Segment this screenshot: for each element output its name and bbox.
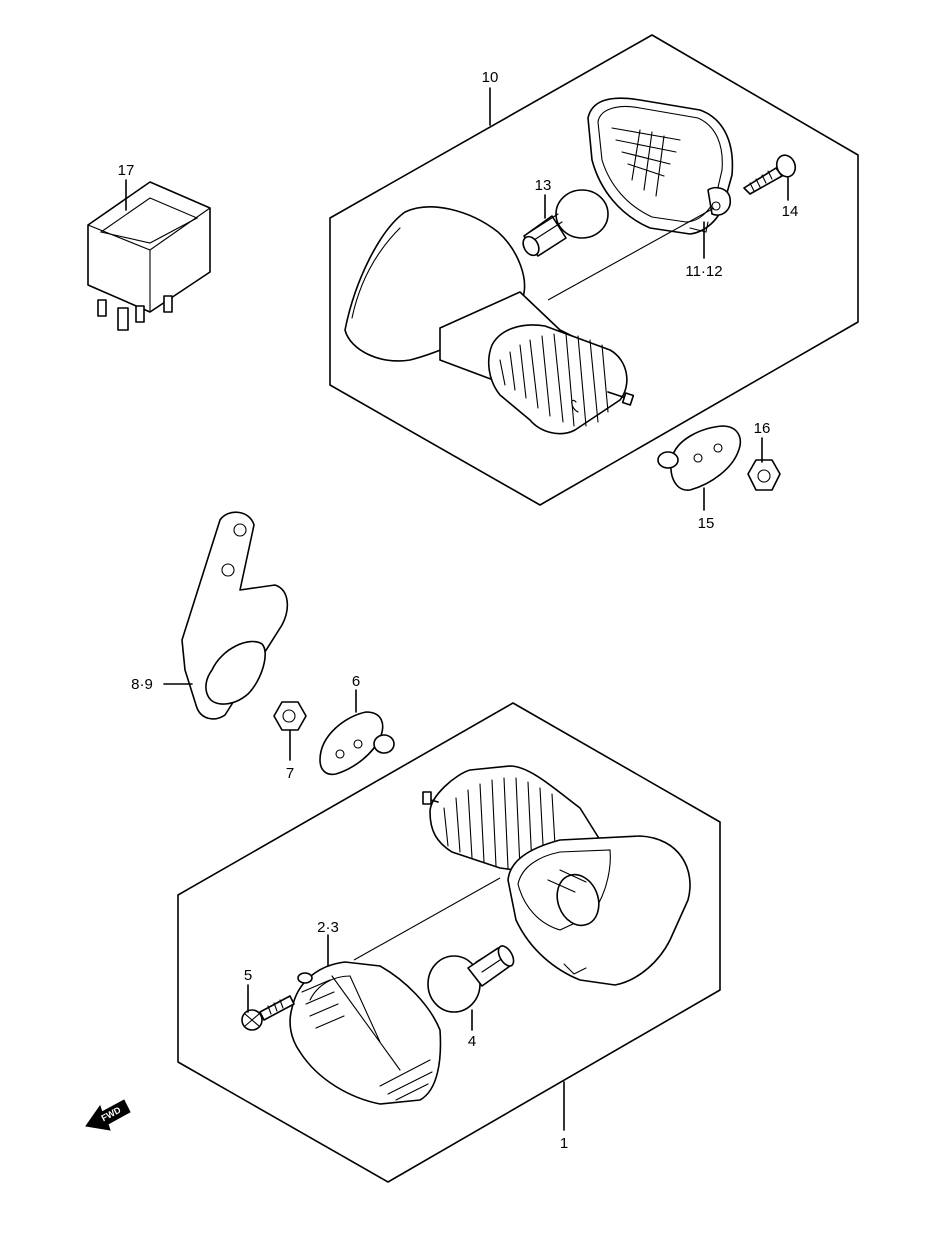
leader-lines bbox=[125, 87, 789, 1131]
forward-direction-arrow-icon: FWD bbox=[85, 1099, 131, 1131]
callout-13: 13 bbox=[535, 177, 552, 194]
callout-8-9: 8·9 bbox=[131, 676, 153, 693]
callout-16: 16 bbox=[754, 420, 771, 437]
rubber-plate-part-15 bbox=[657, 425, 742, 491]
screw-part-5 bbox=[241, 995, 295, 1031]
front-lens-part-2-3 bbox=[289, 961, 442, 1105]
callout-7: 7 bbox=[286, 765, 294, 782]
callout-11-12: 11·12 bbox=[685, 263, 722, 280]
front-turn-signal-body bbox=[422, 765, 691, 986]
callout-2-3: 2·3 bbox=[317, 919, 339, 936]
rear-lens-part-11-12 bbox=[587, 97, 734, 235]
front-assembly-alignment-line bbox=[353, 877, 501, 961]
rear-bulb-part-13 bbox=[522, 189, 609, 257]
rubber-plate-part-6 bbox=[319, 711, 395, 776]
callout-15: 15 bbox=[698, 515, 715, 532]
front-bulb-part-4 bbox=[427, 945, 515, 1013]
callout-17: 17 bbox=[118, 162, 135, 179]
rear-turn-signal-body bbox=[344, 206, 635, 435]
callout-14: 14 bbox=[782, 203, 799, 220]
callout-4: 4 bbox=[468, 1033, 476, 1050]
nut-part-16 bbox=[747, 459, 781, 491]
callout-6: 6 bbox=[352, 673, 360, 690]
relay-part-17 bbox=[87, 181, 211, 331]
assembly-outline-10 bbox=[329, 34, 859, 506]
callout-5: 5 bbox=[244, 967, 252, 984]
callout-10: 10 bbox=[482, 69, 499, 86]
bracket-part-8-9 bbox=[181, 511, 289, 720]
screw-part-14 bbox=[743, 154, 797, 195]
nut-part-7 bbox=[273, 701, 307, 731]
assembly-outline-1 bbox=[177, 702, 721, 1183]
rear-assembly-alignment-line bbox=[547, 207, 715, 301]
callout-1: 1 bbox=[560, 1135, 568, 1152]
